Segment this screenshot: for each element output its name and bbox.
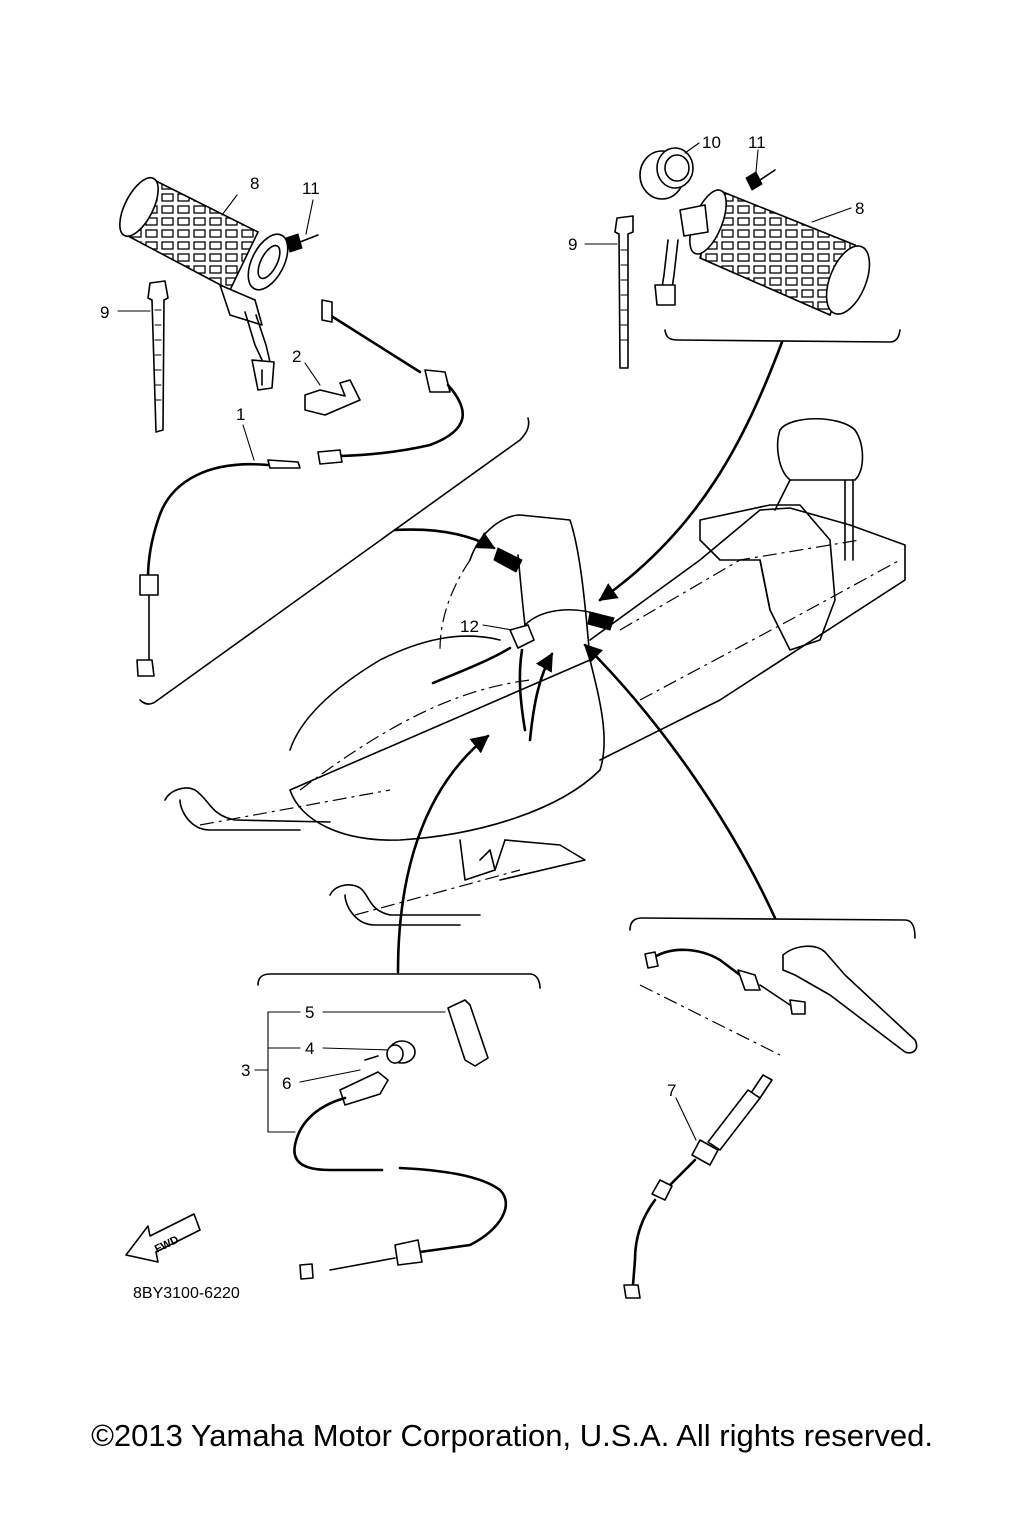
cable-tie-left bbox=[147, 280, 169, 433]
callout-8-left: 8 bbox=[250, 174, 259, 193]
leader-4 bbox=[322, 1047, 391, 1051]
brake-cable-upper bbox=[644, 948, 791, 1006]
arrow-center-left bbox=[431, 646, 512, 685]
brake-cable-lower bbox=[623, 1074, 773, 1299]
leader-10 bbox=[684, 142, 700, 154]
right-grip-group bbox=[584, 142, 901, 602]
left-grip bbox=[119, 176, 289, 391]
leader-8-left bbox=[221, 194, 238, 216]
bracket-top-left bbox=[139, 417, 530, 705]
callout-11-right: 11 bbox=[748, 133, 766, 152]
clip bbox=[304, 379, 361, 416]
bracket-top-right bbox=[664, 329, 901, 343]
callout-8-right: 8 bbox=[855, 199, 864, 218]
right-grip bbox=[654, 188, 871, 317]
bracket-bottom-left bbox=[257, 973, 541, 989]
callout-2: 2 bbox=[292, 347, 301, 366]
choke-lever bbox=[447, 999, 489, 1067]
callout-labels: 8 11 9 2 1 10 11 8 9 12 5 4 3 6 7 8BY310… bbox=[100, 133, 864, 1302]
bracket-3 bbox=[254, 1011, 301, 1133]
callout-11-left: 11 bbox=[302, 179, 320, 198]
brake-group bbox=[583, 643, 918, 1299]
arrow-top-left bbox=[393, 528, 496, 550]
brake-lever bbox=[782, 945, 918, 1054]
callout-4: 4 bbox=[305, 1039, 314, 1058]
left-grip-group bbox=[117, 176, 530, 705]
throttle-cable bbox=[136, 299, 464, 677]
snowmobile-illustration bbox=[164, 417, 906, 926]
arrow-bottom-left bbox=[396, 734, 490, 974]
callout-12: 12 bbox=[460, 617, 479, 636]
fwd-arrow: FWD bbox=[125, 1213, 201, 1263]
callout-3: 3 bbox=[241, 1061, 250, 1080]
leader-1 bbox=[242, 424, 255, 461]
callout-6: 6 bbox=[282, 1074, 291, 1093]
screw-right bbox=[745, 169, 776, 191]
leader-12 bbox=[482, 624, 513, 631]
leader-2 bbox=[304, 362, 321, 386]
leader-8-right bbox=[811, 207, 852, 223]
leader-6 bbox=[299, 1069, 361, 1083]
callout-10: 10 bbox=[702, 133, 721, 152]
leader-7 bbox=[675, 1097, 697, 1141]
copyright-notice: ©2013 Yamaha Motor Corporation, U.S.A. A… bbox=[91, 1418, 933, 1453]
callout-9-left: 9 bbox=[100, 303, 109, 322]
diagram-code: 8BY3100-6220 bbox=[133, 1285, 240, 1302]
leader-11-right bbox=[755, 149, 759, 173]
choke-cable bbox=[293, 1071, 508, 1280]
arrow-top-right bbox=[598, 340, 784, 602]
cable-tie-right bbox=[614, 215, 634, 369]
dashed-guide-bottom-right bbox=[639, 984, 781, 1056]
choke-knob bbox=[386, 1040, 416, 1064]
grip-ring bbox=[639, 147, 694, 200]
callout-1: 1 bbox=[236, 405, 245, 424]
leader-11-left bbox=[305, 199, 314, 235]
callout-5: 5 bbox=[305, 1003, 314, 1022]
bracket-bottom-right bbox=[629, 917, 916, 939]
callout-9-right: 9 bbox=[568, 235, 577, 254]
choke-pin bbox=[364, 1055, 379, 1061]
callout-7: 7 bbox=[667, 1081, 676, 1100]
screw-left bbox=[285, 233, 319, 253]
arrow-center-mid bbox=[518, 648, 527, 732]
arrow-bottom-right bbox=[583, 643, 777, 920]
choke-group: FWD bbox=[125, 734, 541, 1280]
arrow-center-right bbox=[528, 652, 554, 742]
